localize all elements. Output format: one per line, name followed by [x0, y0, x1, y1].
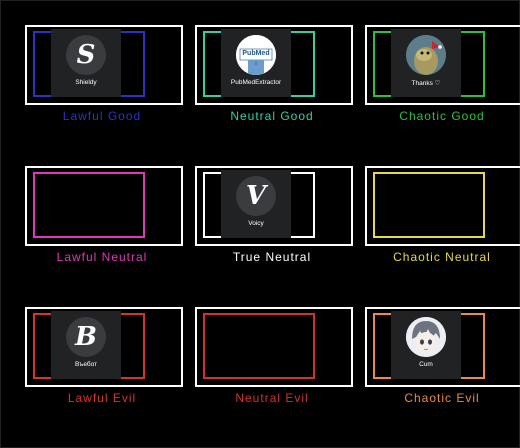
cell-chaotic-evil: Cum Chaotic Evil: [365, 307, 520, 441]
svg-text:||: ||: [255, 60, 257, 65]
alignment-frame: [373, 172, 485, 238]
cell-lawful-evil: B Въебот Lawful Evil: [25, 307, 183, 441]
bot-name: PubMedExtractor: [230, 79, 282, 86]
outer-frame: [195, 25, 353, 105]
outer-frame: [365, 166, 520, 246]
avatar-photo: [406, 35, 446, 75]
outer-frame: [195, 166, 353, 246]
pubmed-logo-text: PubMed: [242, 50, 270, 57]
outer-frame: [365, 307, 520, 387]
cell-neutral-good: || PubMed PubMedExtractor Neutral Good: [195, 25, 353, 159]
bot-card[interactable]: Thanks ♡: [391, 29, 461, 97]
cell-neutral-evil: Neutral Evil: [195, 307, 353, 441]
alignment-label: Lawful Evil: [67, 391, 137, 405]
alignment-label: True Neutral: [232, 250, 312, 264]
alignment-label: Lawful Neutral: [56, 250, 148, 264]
cell-lawful-neutral: Lawful Neutral: [25, 166, 183, 300]
seal-photo-icon: [406, 35, 446, 75]
avatar-letter: B: [75, 322, 97, 352]
bot-card[interactable]: B Въебот: [51, 311, 121, 379]
pubmed-logo-icon: ||: [236, 35, 276, 75]
bot-name: Въебот: [74, 361, 98, 368]
avatar: V: [236, 176, 276, 216]
bot-name: Thanks ♡: [411, 80, 441, 87]
alignment-label: Chaotic Evil: [404, 391, 480, 405]
alignment-label: Chaotic Neutral: [393, 250, 491, 264]
outer-frame: [25, 307, 183, 387]
alignment-label: Neutral Good: [230, 109, 314, 123]
outer-frame: [195, 307, 353, 387]
anime-face-icon: [406, 317, 446, 357]
alignment-frame: [33, 172, 145, 238]
bot-name: Voicy: [248, 220, 264, 227]
bot-card[interactable]: V Voicy: [221, 170, 291, 238]
bot-card[interactable]: Cum: [391, 311, 461, 379]
alignment-label: Neutral Evil: [235, 391, 309, 405]
alignment-frame: [203, 313, 315, 379]
bot-card[interactable]: || PubMed PubMedExtractor: [221, 29, 291, 97]
cell-chaotic-neutral: Chaotic Neutral: [365, 166, 520, 300]
bot-name: Cum: [419, 361, 433, 368]
cell-true-neutral: V Voicy True Neutral: [195, 166, 353, 300]
avatar-letter: V: [245, 181, 267, 211]
pubmed-logo-graphic: ||: [236, 35, 276, 75]
bot-card[interactable]: S Shieldy: [51, 29, 121, 97]
outer-frame: [25, 25, 183, 105]
outer-frame: [25, 166, 183, 246]
avatar: S: [66, 35, 106, 75]
avatar-letter: S: [76, 40, 96, 70]
alignment-label: Lawful Good: [62, 109, 142, 123]
alignment-label: Chaotic Good: [399, 109, 485, 123]
anime-avatar: [406, 317, 446, 357]
avatar: B: [66, 317, 106, 357]
cell-lawful-good: S Shieldy Lawful Good: [25, 25, 183, 159]
cell-chaotic-good: Thanks ♡ Chaotic Good: [365, 25, 520, 159]
outer-frame: [365, 25, 520, 105]
bot-name: Shieldy: [75, 79, 97, 86]
